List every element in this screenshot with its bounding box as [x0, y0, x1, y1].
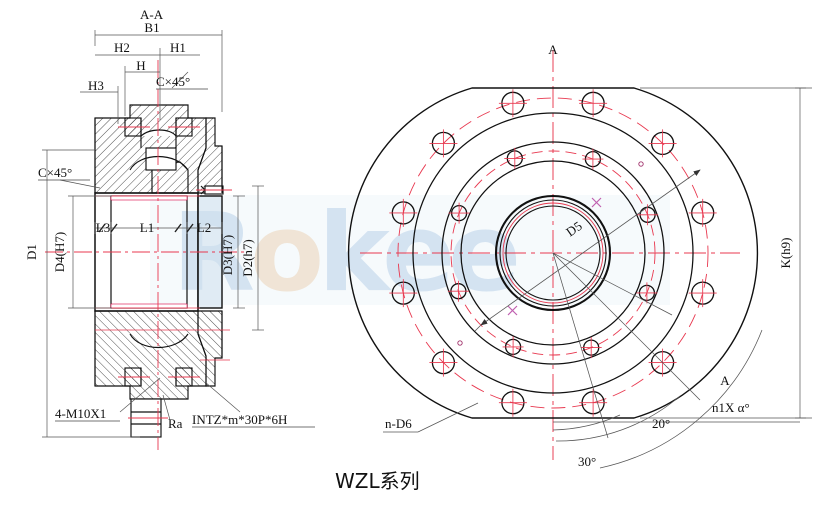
note-chamfer-left: C×45°	[38, 165, 72, 180]
left-view-notes: C×45° C×45° 4-M10X1 Ra INTZ*m*30P*6H	[38, 74, 315, 431]
right-face-view: D5 K(h9) A A n-D6	[347, 42, 812, 469]
hole-centermark	[579, 388, 608, 417]
note-spline: INTZ*m*30P*6H	[192, 412, 287, 427]
section-caption: A-A	[140, 7, 164, 22]
hole-centermark	[502, 336, 524, 358]
outer-hole-group	[389, 89, 717, 417]
note-thread-holes: 4-M10X1	[55, 406, 106, 421]
hole-centermark	[688, 198, 717, 227]
hole-centermark	[448, 202, 470, 224]
hole-centermark	[429, 129, 458, 158]
dim-label-H: H	[136, 58, 145, 73]
hole-centermark	[498, 388, 527, 417]
leader-lines-left	[59, 71, 241, 421]
hole-centermark	[648, 129, 677, 158]
dim-label-L3: L3	[96, 220, 110, 235]
section-mark-bottom: A	[720, 373, 730, 388]
dim-label-D3: D3(H7)	[220, 235, 235, 275]
dim-label-K: K(h9)	[778, 237, 793, 268]
hole-centermark	[580, 337, 602, 359]
svg-text:o: o	[250, 191, 324, 316]
hole-centermark	[688, 279, 717, 308]
left-section-view: A-A	[24, 7, 315, 450]
dim-label-D4: D4(H7)	[52, 232, 67, 272]
note-angle-30: 30°	[578, 454, 596, 469]
svg-text:k: k	[318, 191, 392, 316]
small-hole-marks	[457, 161, 644, 346]
hole-centermark	[582, 148, 604, 170]
dim-label-H3: H3	[88, 78, 104, 93]
dim-label-D2: D2(h7)	[240, 239, 255, 277]
dim-label-D5: D5	[563, 218, 585, 239]
note-bolt-holes: n-D6	[385, 416, 412, 431]
note-pitch: n1X α°	[712, 400, 750, 415]
hole-centermark	[498, 89, 527, 118]
dim-label-D1: D1	[24, 244, 39, 260]
d5-dimension	[474, 169, 701, 332]
dim-label-B1: B1	[144, 20, 159, 35]
note-chamfer-top: C×45°	[156, 74, 190, 89]
outer-flange	[347, 87, 759, 419]
dim-label-H2: H2	[114, 40, 130, 55]
dim-ticks	[98, 223, 194, 233]
nd6-leader	[383, 402, 479, 433]
hole-centermark	[389, 279, 418, 308]
hole-centermark	[579, 89, 608, 118]
bolt-circle-outer	[397, 97, 709, 409]
centerlines-left	[45, 60, 245, 450]
dim-label-H1: H1	[170, 40, 186, 55]
dim-label-L2: L2	[197, 220, 211, 235]
hole-centermark	[447, 280, 469, 302]
k-dimension	[640, 87, 812, 419]
note-roughness: Ra	[168, 416, 183, 431]
angular-dimensions	[552, 252, 800, 469]
note-angle-20: 20°	[652, 416, 670, 431]
drawing-title: WZL系列	[335, 469, 420, 493]
hole-centermark	[429, 348, 458, 377]
dim-label-L1: L1	[140, 220, 154, 235]
section-mark-top: A	[548, 42, 558, 57]
hole-centermark	[504, 147, 526, 169]
hole-centermark	[389, 198, 418, 227]
